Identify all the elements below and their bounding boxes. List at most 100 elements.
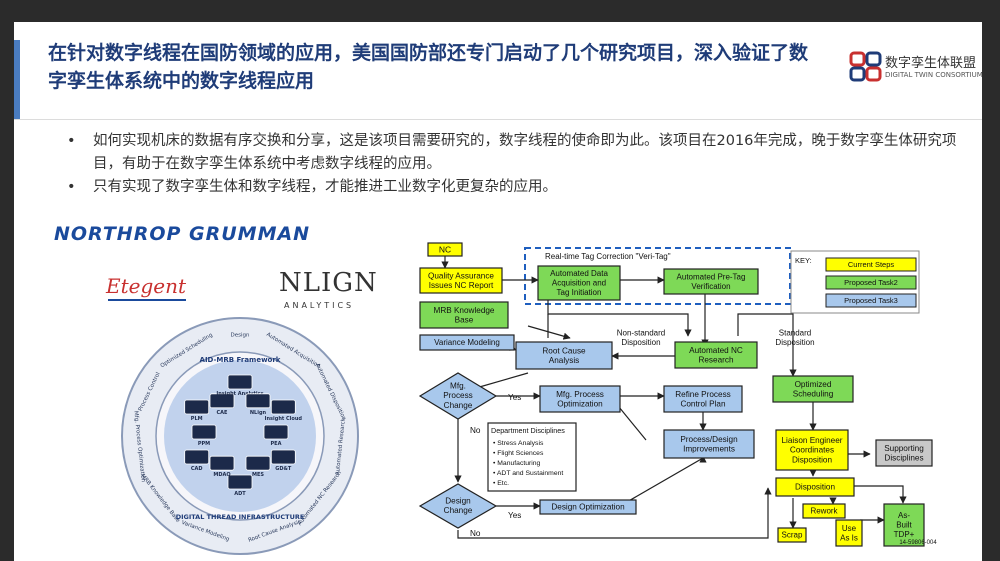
flow-box-support	[875, 439, 933, 467]
flow-box-label: Quality Assurance	[428, 271, 494, 280]
wheel-inner-ring	[155, 351, 325, 521]
wheel-node-label: PPM	[198, 441, 210, 447]
wheel-node-label: PEA	[271, 441, 282, 447]
flow-box-label: Issues NC Report	[429, 281, 494, 290]
flow-box-label: Refine Process	[675, 390, 731, 399]
dept-discipline-item: • Flight Sciences	[493, 450, 544, 457]
flow-diamond-label: Process	[443, 391, 473, 400]
wheel-node-tile	[184, 399, 210, 415]
wheel-node-tile	[270, 399, 296, 415]
brand-subtitle: DIGITAL TWIN CONSORTIUM	[885, 71, 982, 79]
wheel-node-label: CAE	[217, 410, 229, 416]
flow-box-rpc	[663, 385, 743, 413]
flow-arrow	[527, 325, 571, 340]
dept-disciplines-title: Department Disciplines	[491, 426, 565, 435]
flow-nodes: Real-time Tag Correction "Veri-Tag"NCQua…	[418, 242, 937, 547]
nlign-logo: NLIGN	[279, 268, 378, 298]
flow-box-dop	[539, 499, 637, 515]
flow-label-standard: Disposition	[775, 338, 814, 347]
flow-box-label: Tag Initiation	[557, 288, 602, 297]
flow-diamond-label: Mfg.	[450, 381, 466, 390]
wheel-node-label: PLM	[191, 416, 203, 422]
flow-arrow	[619, 455, 707, 507]
flow-box-label: Acquisition and	[552, 279, 606, 288]
legend-title: KEY:	[795, 256, 812, 265]
legend-item-label: Current Steps	[848, 260, 895, 269]
slide-title: 在针对数字线程在国防领域的应用，美国国防部还专门启动了几个研究项目，深入验证了数…	[48, 42, 809, 92]
flow-diamond-label: Design	[445, 496, 471, 505]
flow-box-label: Disposition	[795, 483, 835, 492]
flow-box-label: Supporting	[884, 444, 924, 453]
wheel-node-label: MDAO	[213, 472, 230, 478]
flow-box-mrb	[419, 301, 509, 329]
flow-box-label: Scheduling	[793, 390, 834, 399]
flow-arrow	[475, 372, 529, 389]
legend-item-label: Proposed Task2	[844, 278, 898, 287]
wheel-outer-label: Design	[231, 333, 251, 339]
wheel-node-tile	[184, 449, 210, 465]
etegent-underline	[108, 299, 186, 301]
mrb-process-flowchart: Real-time Tag Correction "Veri-Tag"NCQua…	[418, 242, 937, 547]
flow-box-disp	[775, 477, 855, 497]
veri-tag-title: Real-time Tag Correction "Veri-Tag"	[545, 252, 671, 261]
flow-diamond-design	[418, 483, 498, 529]
flow-box-nc	[427, 242, 463, 257]
dept-discipline-item: • Etc.	[493, 480, 509, 487]
veri-tag-frame	[524, 247, 791, 305]
wheel-node-tile	[245, 455, 271, 471]
flow-label-no: No	[470, 529, 481, 538]
wheel-bottom-label: DIGITAL THREAD INFRASTRUCTURE	[176, 513, 305, 521]
flow-arrow	[853, 485, 907, 504]
dept-disciplines-box	[487, 422, 577, 492]
flow-arrow	[457, 487, 772, 539]
flow-box-label: Automated Data	[550, 269, 608, 278]
flow-box-apt	[663, 268, 759, 295]
flow-box-label: Use	[842, 524, 857, 533]
flow-box-label: Root Cause	[542, 346, 586, 355]
wheel-node-label: ADT	[234, 491, 246, 497]
flow-diamond-label: Change	[444, 506, 473, 515]
dept-discipline-item: • Manufacturing	[493, 460, 541, 467]
flow-label-no: No	[470, 426, 481, 435]
wheel-node-tile	[227, 374, 253, 390]
dept-discipline-item: • ADT and Sustainment	[493, 470, 563, 477]
flow-box-label: Built	[896, 521, 912, 530]
flow-box-label: Optimized	[795, 380, 832, 389]
title-accent-bar	[14, 40, 20, 120]
consortium-logo-icon	[849, 51, 882, 82]
flow-arrow	[737, 313, 797, 377]
flow-box-useas	[835, 519, 863, 547]
wheel-core	[164, 360, 316, 512]
flow-box-label: MRB Knowledge	[434, 306, 495, 315]
flow-box-scrap	[777, 527, 807, 543]
nlign-logo-subtitle: ANALYTICS	[284, 301, 355, 310]
flow-box-anc	[674, 341, 758, 369]
wheel-node-tile	[209, 393, 235, 409]
flow-box-pdi	[663, 429, 755, 459]
legend-item-label: Proposed Task3	[844, 296, 898, 305]
wheel-node-tile	[245, 393, 271, 409]
flow-box-var	[419, 334, 515, 351]
legend-swatch	[825, 275, 917, 290]
flow-box-label: Scrap	[782, 531, 803, 540]
flow-diamond-mfg	[418, 372, 498, 420]
flow-box-label: As-	[898, 511, 910, 520]
flow-box-label: Automated NC	[689, 346, 743, 355]
etegent-logo: Etegent	[106, 274, 187, 298]
wheel-node-label: Insight Cloud	[265, 416, 303, 422]
bullet-item: 如何实现机床的数据有序交换和分享，这是该项目需要研究的，数字线程的使命即为此。该…	[67, 130, 957, 176]
flow-box-label: As Is	[840, 533, 858, 542]
flow-box-label: Automated Pre-Tag	[677, 272, 746, 281]
wheel-node-tile	[270, 449, 296, 465]
flow-box-label: Variance Modeling	[434, 338, 500, 347]
flow-box-label: Mfg. Process	[556, 390, 604, 399]
dept-discipline-item: • Stress Analysis	[493, 440, 544, 447]
flow-box-ada	[537, 265, 621, 301]
flow-label-nonstandard: Non-standard	[617, 328, 665, 337]
legend-swatch	[825, 257, 917, 272]
flow-box-label: Research	[698, 356, 733, 365]
figure-id: 14-59806-004	[899, 540, 937, 546]
flow-box-mpo	[539, 385, 621, 413]
flow-box-label: Optimization	[557, 400, 603, 409]
